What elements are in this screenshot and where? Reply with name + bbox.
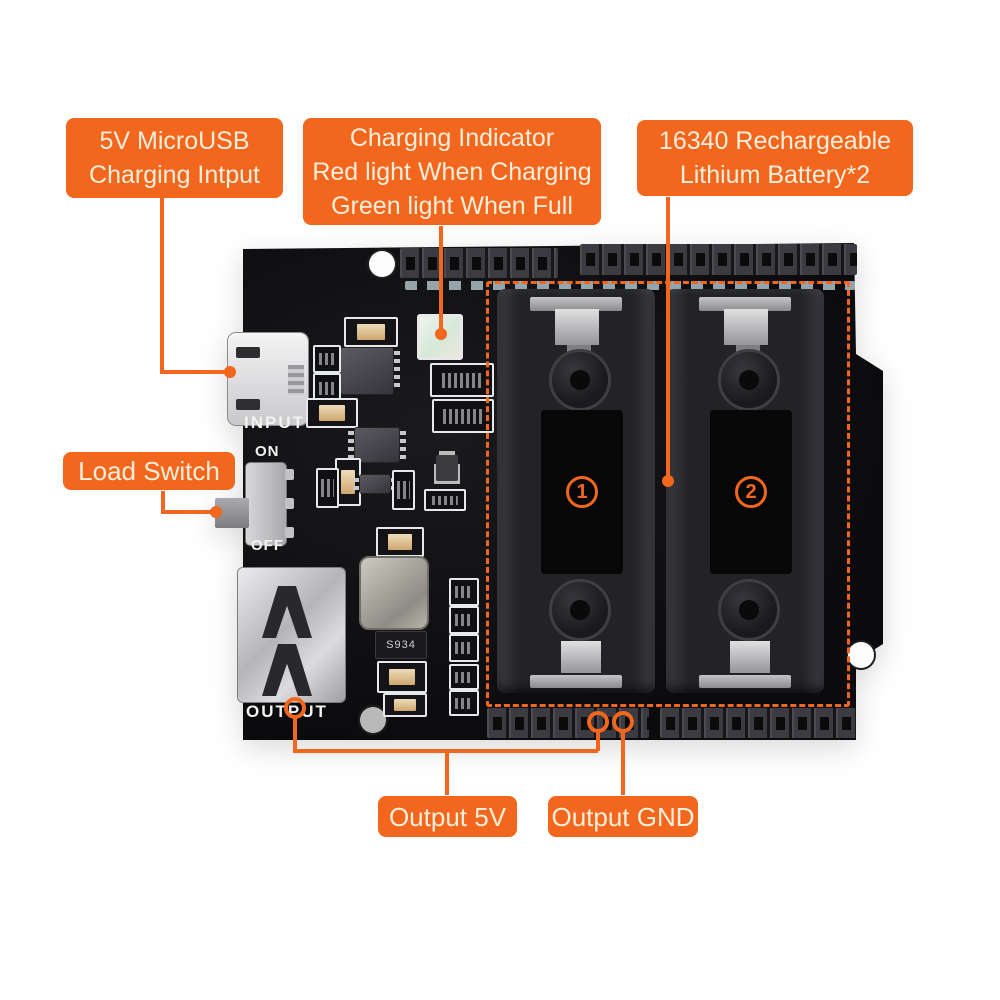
power-inductor [359,556,429,630]
transistor [436,455,458,481]
battery-slot-recess: 1 [541,410,623,574]
silkscreen-output-label: OUTPUT [246,702,328,721]
callout-line-charging-input [160,197,225,374]
callout-line-text: Output 5V [388,801,507,832]
callout-line-load-switch [161,491,211,514]
callout-line-text: 16340 Rechargeable [658,127,892,155]
switch-pin [285,527,294,538]
callout-line-text: Lithium Battery*2 [679,161,871,189]
boost-ic [348,428,406,462]
battery-contact-rail [530,675,622,688]
microusb-ridge [288,365,304,395]
silkscreen-on-label: ON [255,443,280,460]
callout-line-text: Red light When Charging [312,157,592,186]
battery-contact-clip [724,309,768,345]
battery-holder-1: 1 [497,289,655,693]
smd-part [449,664,479,690]
resistor [306,398,358,428]
battery-boss [549,349,611,411]
mounting-hole [369,251,395,277]
smd-part [449,578,479,606]
smd-part [313,345,341,373]
pcb-board: INPUT ON OFF OUTPUT [215,243,884,743]
callout-label-output-5v: Output 5V [378,796,517,837]
battery-contact-clip [730,641,770,673]
callout-label-charging-indicator: Charging Indicator Red light When Chargi… [303,118,601,225]
battery-boss [549,579,611,641]
bottom-pin-header-left [487,708,649,738]
top-pin-header-right [580,244,857,275]
silkscreen-box [392,470,415,510]
battery-number-badge: 1 [566,476,598,508]
silkscreen-box [424,489,466,511]
battery-boss [718,349,780,411]
switch-pin [285,498,294,509]
battery-zone-dashed-outline [486,281,850,707]
switch-pin [285,469,294,480]
microusb-connector [228,333,308,425]
callout-line-text: Load Switch [78,456,220,486]
callout-label-load-switch: Load Switch [63,452,235,490]
schottky-diode: S934 [375,631,427,659]
switch-knob [215,498,249,528]
smd-part [449,606,479,634]
resistor [383,693,427,717]
resistor [377,661,427,693]
load-switch-component [246,463,294,545]
silkscreen-input-label: INPUT [244,413,305,432]
callout-line-text: Charging Intput [89,161,260,189]
callout-label-output-gnd: Output GND [548,796,698,837]
callout-line-text: 5V MicroUSB [99,127,250,155]
charger-ic [334,348,400,394]
usb-a-slot [262,644,312,696]
microusb-tab [236,399,260,410]
battery-contact-rail [699,297,791,311]
capacitor [344,317,398,347]
battery-contact-rail [699,675,791,688]
battery-contact-rail [530,297,622,311]
top-pin-header-left [400,248,558,278]
small-ic [353,475,397,493]
battery-holder-2: 2 [666,289,824,693]
usb-a-output-port [238,568,345,702]
charging-indicator-led [417,314,463,360]
microusb-tab [236,347,260,358]
battery-number-badge: 2 [735,476,767,508]
top-solder-pads [405,281,855,290]
callout-label-charging-input: 5V MicroUSB Charging Intput [66,118,283,198]
callout-label-battery: 16340 Rechargeable Lithium Battery*2 [637,120,913,196]
battery-boss [718,579,780,641]
battery-contact-clip [555,309,599,345]
callout-line-text: Charging Indicator [349,123,555,152]
smd-part [449,690,479,716]
mounting-hole [848,642,874,668]
silkscreen-box [430,363,494,397]
silkscreen-box [316,468,339,508]
silkscreen-off-label: OFF [251,537,284,554]
smd-part [449,634,479,662]
usb-a-slot [262,586,312,638]
battery-slot-recess: 2 [710,410,792,574]
callout-line-text: Output GND [551,801,695,832]
capacitor [376,527,424,557]
battery-contact-clip [561,641,601,673]
silkscreen-box [432,399,494,433]
callout-line-text: Green light When Full [331,191,573,220]
bottom-pin-header-right [660,708,856,738]
